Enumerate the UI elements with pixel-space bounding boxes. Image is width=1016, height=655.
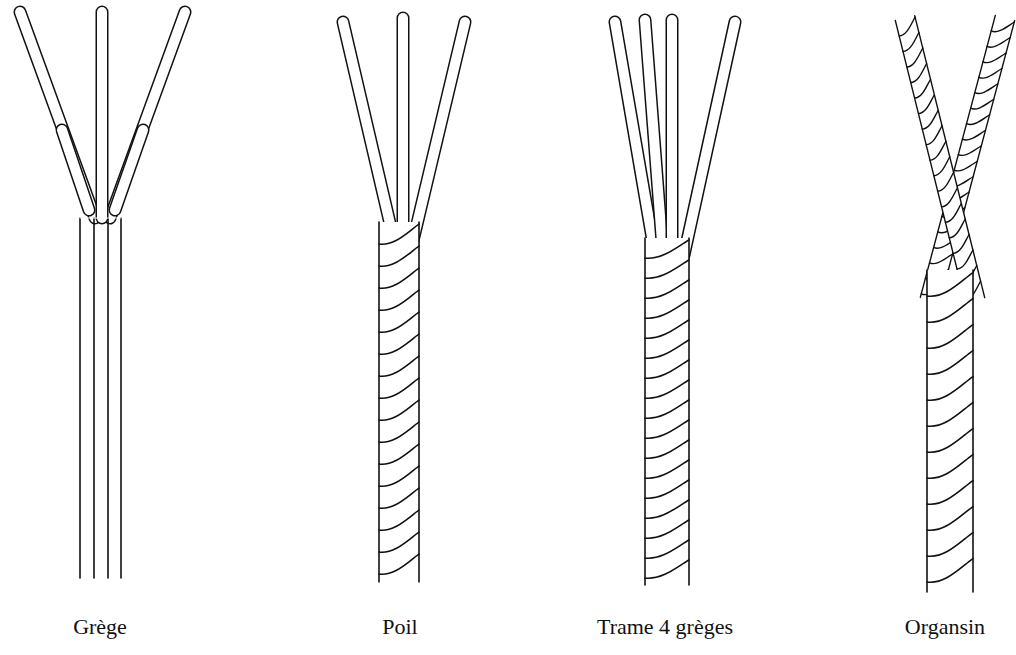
fiber-body bbox=[97, 12, 107, 218]
fiber-outline bbox=[645, 20, 663, 255]
rope-side bbox=[418, 222, 420, 582]
rope-twist bbox=[645, 240, 689, 578]
fiber-body bbox=[110, 12, 185, 218]
fiber-body bbox=[343, 22, 395, 245]
fiber-body bbox=[62, 130, 89, 210]
thread-label: Trame 4 grèges bbox=[595, 614, 735, 640]
rope-side bbox=[926, 270, 928, 592]
fiber-outline bbox=[666, 20, 679, 255]
fiber-line bbox=[107, 218, 109, 578]
rope-side bbox=[895, 20, 965, 302]
fiber-body bbox=[115, 130, 143, 210]
rope-twist bbox=[927, 273, 973, 583]
rope-body bbox=[895, 16, 984, 303]
fiber-body bbox=[684, 22, 735, 255]
rope-side bbox=[688, 238, 690, 585]
fiber-outline bbox=[343, 22, 395, 245]
fiber-outline bbox=[397, 18, 410, 245]
fiber-line bbox=[120, 218, 122, 578]
thread-drawings bbox=[20, 12, 1015, 592]
fiber-outline bbox=[62, 130, 89, 210]
fiber-body bbox=[398, 18, 408, 245]
rope-body bbox=[379, 222, 419, 582]
fiber-body bbox=[667, 20, 677, 255]
fiber-line bbox=[93, 218, 95, 578]
fiber-body bbox=[645, 20, 663, 255]
fiber-join bbox=[80, 218, 121, 219]
thread-label: Poil bbox=[380, 614, 419, 640]
rope-body bbox=[927, 270, 973, 592]
rope-side bbox=[378, 222, 380, 582]
thread-label: Grège bbox=[71, 614, 129, 640]
rope-side bbox=[644, 238, 646, 585]
rope-side bbox=[972, 270, 974, 592]
fiber-line bbox=[79, 218, 81, 578]
fiber-body bbox=[412, 22, 465, 245]
fiber-body bbox=[20, 12, 95, 218]
thread-label: Organsin bbox=[903, 614, 987, 640]
fiber-outline bbox=[115, 130, 143, 210]
rope-twist bbox=[379, 224, 419, 574]
fiber-outline bbox=[412, 22, 465, 245]
fiber-outline bbox=[20, 12, 95, 218]
rope-twist bbox=[899, 17, 980, 300]
fiber-outline bbox=[110, 12, 185, 218]
fiber-outline bbox=[684, 22, 735, 255]
fiber-outline bbox=[96, 12, 109, 218]
rope-body bbox=[645, 238, 689, 585]
